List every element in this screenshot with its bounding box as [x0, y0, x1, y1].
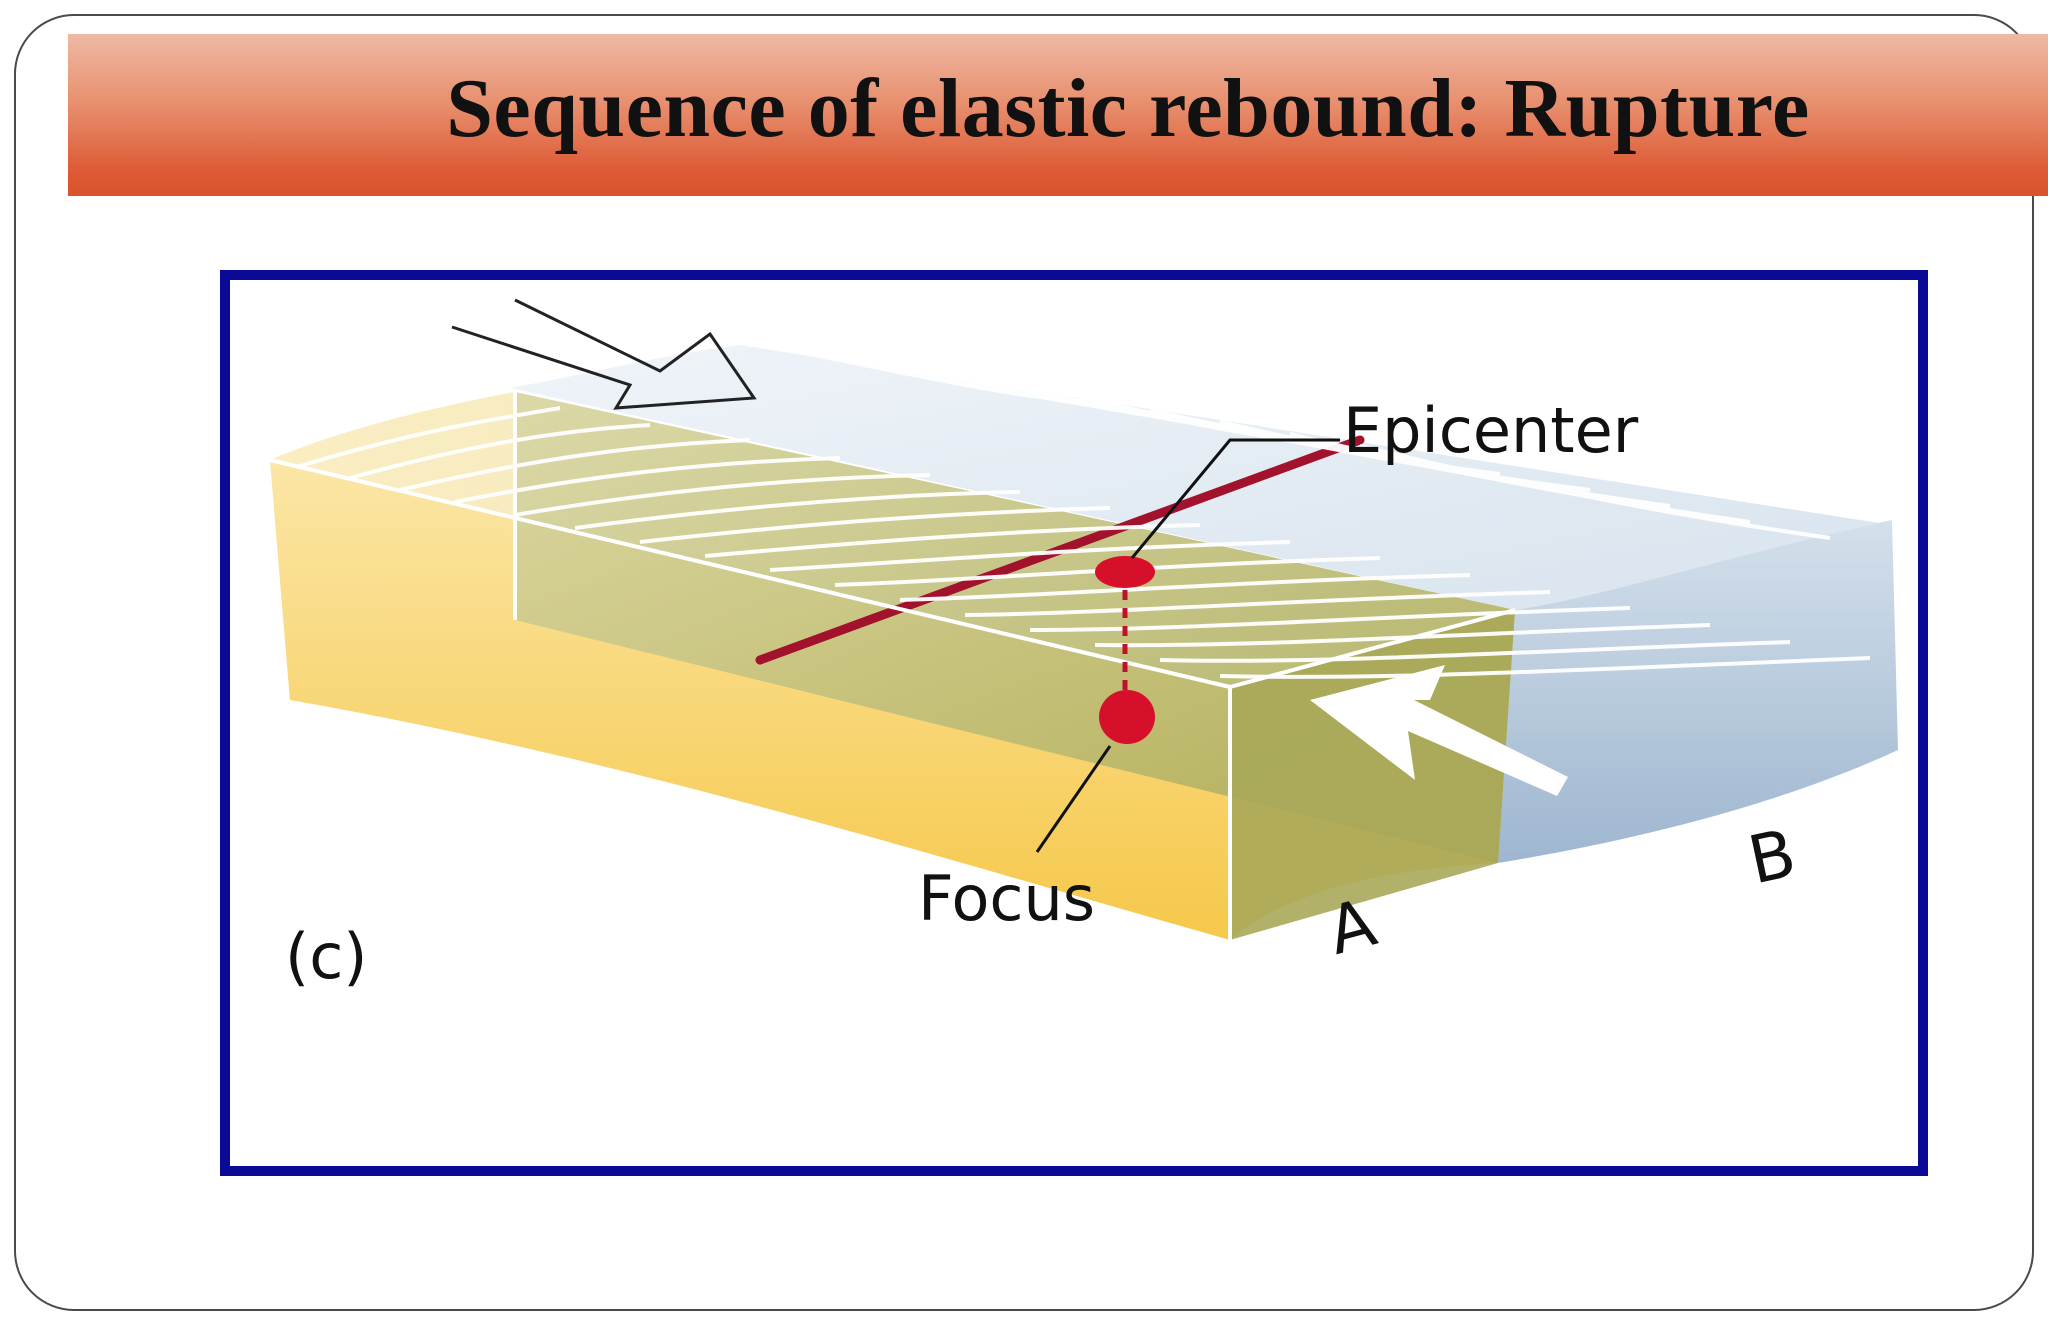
- focus-leader: [1035, 745, 1112, 853]
- fault-plane-end: [1230, 610, 1515, 940]
- arrow-icon-top-left: [451, 298, 757, 410]
- arrow-icon-bottom-right: [1310, 665, 1568, 796]
- elastic-rebound-diagram: Epicenter Focus (c) A B: [269, 298, 1898, 993]
- diagram-frame: Epicenter Focus (c) A B: [220, 270, 1928, 1176]
- strain-lines: [299, 338, 1871, 679]
- focus-label: Focus: [918, 862, 1095, 935]
- epicenter-label: Epicenter: [1343, 394, 1639, 467]
- block-b-label: B: [1742, 815, 1802, 900]
- epicenter-leader: [1130, 438, 1340, 559]
- title-bar: Sequence of elastic rebound: Rupture: [68, 34, 2048, 196]
- focus-marker: [1099, 690, 1155, 744]
- block-b-side: [1498, 520, 1898, 863]
- block-edges: [269, 392, 1516, 940]
- epicenter-marker: [1095, 556, 1155, 588]
- block-a-front: [270, 460, 1230, 940]
- panel-label: (c): [285, 920, 367, 993]
- block-b-top: [510, 345, 1892, 610]
- slide-title: Sequence of elastic rebound: Rupture: [446, 62, 1810, 155]
